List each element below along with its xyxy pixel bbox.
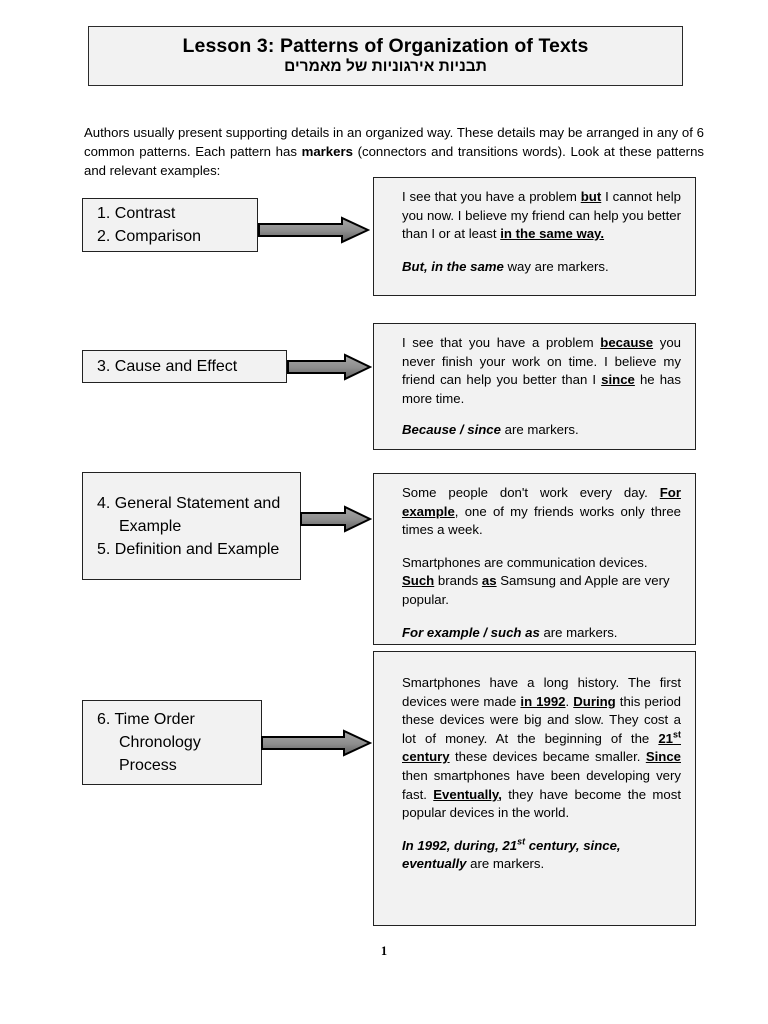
pattern-line: 5. Definition and Example [97, 540, 280, 558]
right-arrow-4 [261, 729, 372, 757]
ordinal-number: 21 [502, 837, 518, 853]
marker-keyword: Eventually, [433, 786, 502, 802]
run-text: you never finish your work on time. I be… [402, 335, 681, 388]
example-paragraph: Smartphones have a long history. The fir… [402, 674, 681, 823]
right-arrow-1 [258, 216, 370, 244]
example-box-cause-effect: I see that you have a problem because yo… [373, 323, 696, 450]
run-text: Some people don't work every day. [402, 485, 660, 500]
right-arrow-2 [287, 353, 372, 381]
ordinal-suffix: st [517, 836, 526, 847]
example-paragraph: I see that you have a problem because yo… [402, 334, 681, 408]
markers-emphasis: For example / such as [402, 624, 540, 640]
marker-keyword: as [481, 573, 497, 589]
marker-keyword: century [402, 749, 450, 765]
intro-paragraph: Authors usually present supporting detai… [84, 123, 704, 180]
markers-emphasis: But, in the same [402, 258, 504, 274]
run-text: these devices became smaller. [449, 749, 646, 765]
marker-keyword: but [580, 189, 602, 204]
marker-keyword: in the same way. [500, 226, 605, 242]
markers-summary: Because / since are markers. [402, 421, 681, 440]
ordinal-number: 21 [658, 730, 674, 746]
markers-emphasis-part: century, since, eventually [402, 837, 621, 872]
paragraph-spacer [402, 823, 681, 837]
run-text: I see that you have a problem [402, 335, 601, 350]
page-title: Lesson 3: Patterns of Organization of Te… [182, 34, 589, 57]
run-text: they have become the most popular device… [402, 786, 681, 821]
example-box-time-order: Smartphones have a long history. The fir… [373, 651, 696, 926]
run-text: I see that you have a problem [402, 189, 581, 204]
run-text: Smartphones have a long history. The fir… [402, 675, 681, 709]
markers-rest: are markers. [500, 422, 579, 438]
markers-emphasis-part: In 1992, during, [402, 837, 503, 853]
run-text: brands [434, 573, 482, 589]
lesson-title-banner: Lesson 3: Patterns of Organization of Te… [88, 26, 683, 86]
pattern-box-general-statement-definition: 4. General Statement and Example 5. Defi… [82, 472, 301, 580]
intro-markers-keyword: markers [301, 144, 353, 160]
run-text: he has more time. [402, 372, 681, 406]
markers-emphasis: Because / since [402, 422, 501, 438]
run-text: . [565, 693, 574, 709]
pattern-box-cause-effect: 3. Cause and Effect [82, 350, 287, 383]
markers-summary: For example / such as are markers. [402, 624, 681, 643]
pattern-line: 4. General Statement and Example [97, 494, 285, 535]
pattern-box-time-order: 6. Time Order Chronology Process [82, 700, 262, 785]
run-text: Smartphones are communication devices. [402, 554, 648, 570]
pattern-line: 3. Cause and Effect [97, 358, 238, 375]
intro-text-part1: Authors usually present supporting detai… [84, 125, 704, 160]
run-text: Samsung and Apple are very popular. [402, 573, 670, 607]
marker-keyword: since [601, 372, 635, 388]
intro-text-part2: (connectors and transitions words). Look… [84, 144, 704, 179]
run-text: , one of my friends works only three tim… [402, 503, 681, 538]
pattern-line: 6. Time Order Chronology Process [97, 711, 206, 774]
marker-keyword: Such [402, 573, 435, 589]
run-text: then smartphones have been developing ve… [402, 767, 681, 802]
paragraph-spacer [402, 408, 681, 421]
example-paragraph: I see that you have a problem but I cann… [402, 188, 681, 244]
pattern-line: 2. Comparison [97, 228, 202, 245]
marker-keyword: During [573, 693, 616, 709]
example-box-general-statement-definition: Some people don't work every day. For ex… [373, 473, 696, 645]
paragraph-spacer [402, 610, 681, 624]
marker-keyword: For example [402, 485, 681, 519]
markers-ordinal: 21st [502, 836, 526, 853]
marker-keyword: in 1992 [520, 693, 566, 709]
example-box-contrast-comparison: I see that you have a problem but I cann… [373, 177, 696, 296]
marker-keyword: because [600, 335, 654, 350]
markers-rest: are markers. [466, 856, 545, 872]
markers-rest: way are markers. [503, 258, 609, 274]
markers-emphasis: In 1992, during, 21st century, since, ev… [402, 836, 621, 872]
right-arrow-3 [300, 505, 372, 533]
run-text: this period these devices were big and s… [402, 693, 682, 746]
markers-summary: But, in the same way are markers. [402, 258, 681, 277]
run-text: I cannot help you now. I believe my frie… [402, 189, 681, 242]
pattern-box-contrast-comparison: 1. Contrast 2. Comparison [82, 198, 258, 252]
marker-keyword-ordinal: 21st [658, 729, 681, 746]
ordinal-suffix: st [673, 729, 681, 740]
marker-keyword: Since [645, 749, 681, 765]
example-paragraph: Some people don't work every day. For ex… [402, 484, 681, 540]
page-title-hebrew: תבניות אירגוניות של מאמרים [284, 58, 487, 76]
pattern-line: 1. Contrast [97, 205, 176, 222]
markers-summary: In 1992, during, 21st century, since, ev… [402, 837, 681, 874]
markers-rest: are markers. [539, 624, 618, 640]
paragraph-spacer [402, 244, 681, 258]
example-paragraph: Smartphones are communication devices. S… [402, 554, 681, 610]
paragraph-spacer [402, 540, 681, 554]
page-number: 1 [380, 944, 388, 958]
